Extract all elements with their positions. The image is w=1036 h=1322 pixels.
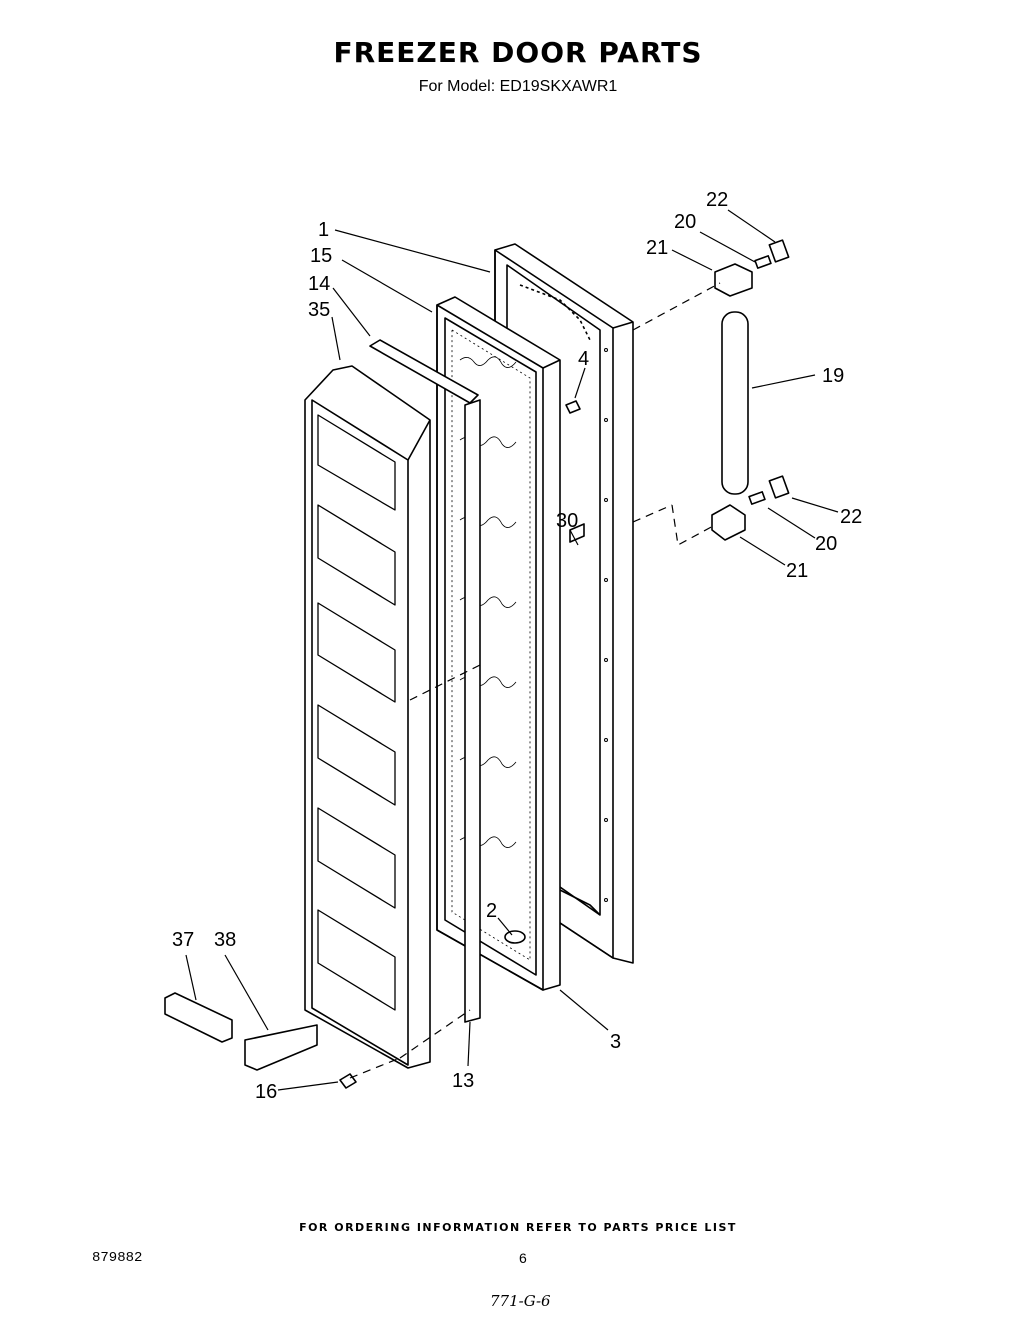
document-number: 879882 bbox=[92, 1250, 143, 1266]
callout-21-bottom: 21 bbox=[786, 560, 808, 582]
callout-22-bottom: 22 bbox=[840, 506, 862, 528]
callout-21-top: 21 bbox=[646, 237, 668, 259]
callout-1: 1 bbox=[318, 219, 329, 241]
callout-labels: 1 15 14 35 4 30 2 13 3 37 38 16 22 20 21… bbox=[172, 189, 862, 1103]
callout-16: 16 bbox=[255, 1081, 277, 1103]
door-channel bbox=[464, 399, 481, 1023]
callout-20-top: 20 bbox=[674, 211, 696, 233]
page-title: FREEZER DOOR PARTS bbox=[333, 36, 703, 69]
callout-4: 4 bbox=[578, 348, 589, 370]
callout-38: 38 bbox=[214, 929, 236, 951]
callout-22-top: 22 bbox=[706, 189, 728, 211]
callout-20-bottom: 20 bbox=[815, 533, 837, 555]
assembly-lines bbox=[349, 282, 721, 1079]
model-subtitle: For Model: ED19SKXAWR1 bbox=[418, 78, 618, 95]
breaker-strip bbox=[369, 339, 479, 404]
bottom-hinge-assembly bbox=[711, 475, 790, 541]
callout-13: 13 bbox=[452, 1070, 474, 1092]
inner-door-liner bbox=[304, 365, 431, 1069]
callout-15: 15 bbox=[310, 245, 332, 267]
callout-30: 30 bbox=[556, 510, 578, 532]
hinge-rod bbox=[721, 311, 749, 495]
ordering-note: FOR ORDERING INFORMATION REFER TO PARTS … bbox=[299, 1221, 737, 1234]
leader-lines bbox=[185, 209, 839, 1091]
callout-35: 35 bbox=[308, 299, 330, 321]
handwritten-code: 771-G-6 bbox=[490, 1292, 551, 1310]
callout-2: 2 bbox=[486, 900, 497, 922]
top-hinge-assembly bbox=[714, 239, 790, 297]
page-number: 6 bbox=[519, 1250, 527, 1266]
door-gasket bbox=[436, 296, 561, 991]
callout-3: 3 bbox=[610, 1031, 621, 1053]
callout-19: 19 bbox=[822, 365, 844, 387]
callout-37: 37 bbox=[172, 929, 194, 951]
callout-14: 14 bbox=[308, 273, 330, 295]
door-handle-parts bbox=[164, 992, 318, 1071]
